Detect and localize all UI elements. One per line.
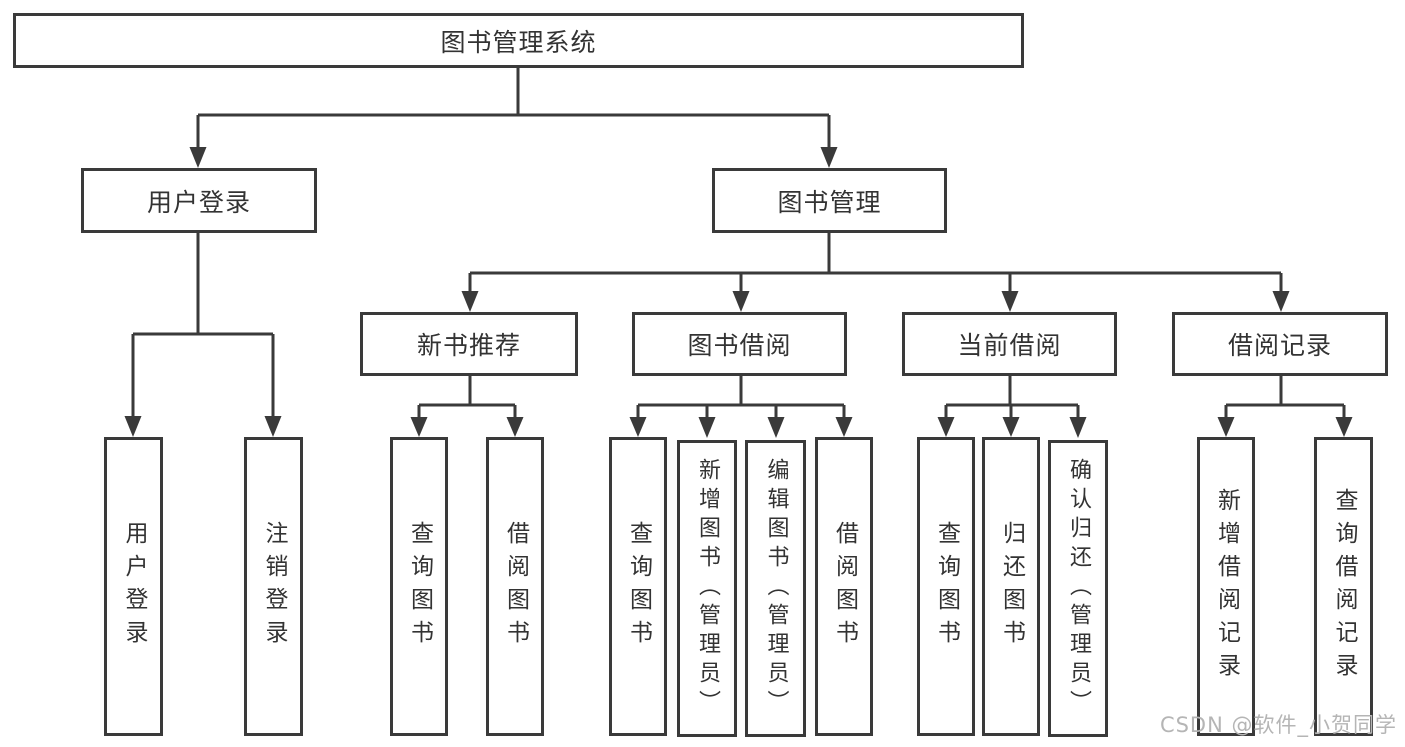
csdn-watermark: CSDN @软件_小贺同学: [1159, 713, 1397, 737]
node-user-login: 用户登录: [81, 168, 317, 233]
leaf-query-book-3: 查询图书: [917, 437, 975, 736]
leaf-query-book-2: 查询图书: [609, 437, 667, 736]
leaf-edit-book: 编辑图书（管理员）: [745, 440, 806, 737]
node-current-borrow: 当前借阅: [902, 312, 1117, 376]
leaf-logout: 注销登录: [244, 437, 303, 736]
leaf-query-borrow-record: 查询借阅记录: [1314, 437, 1373, 736]
leaf-query-book-1: 查询图书: [390, 437, 448, 736]
node-borrow-records: 借阅记录: [1172, 312, 1388, 376]
leaf-add-borrow-record: 新增借阅记录: [1197, 437, 1255, 736]
node-new-book-recommend: 新书推荐: [360, 312, 578, 376]
leaf-add-book: 新增图书（管理员）: [677, 440, 737, 737]
leaf-borrow-book-2: 借阅图书: [815, 437, 873, 736]
node-book-borrow: 图书借阅: [632, 312, 847, 376]
leaf-borrow-book-1: 借阅图书: [486, 437, 544, 736]
leaf-return-book: 归还图书: [982, 437, 1040, 736]
leaf-user-login: 用户登录: [104, 437, 163, 736]
leaf-confirm-return: 确认归还（管理员）: [1048, 440, 1108, 737]
node-book-management: 图书管理: [712, 168, 947, 233]
node-root: 图书管理系统: [13, 13, 1024, 68]
